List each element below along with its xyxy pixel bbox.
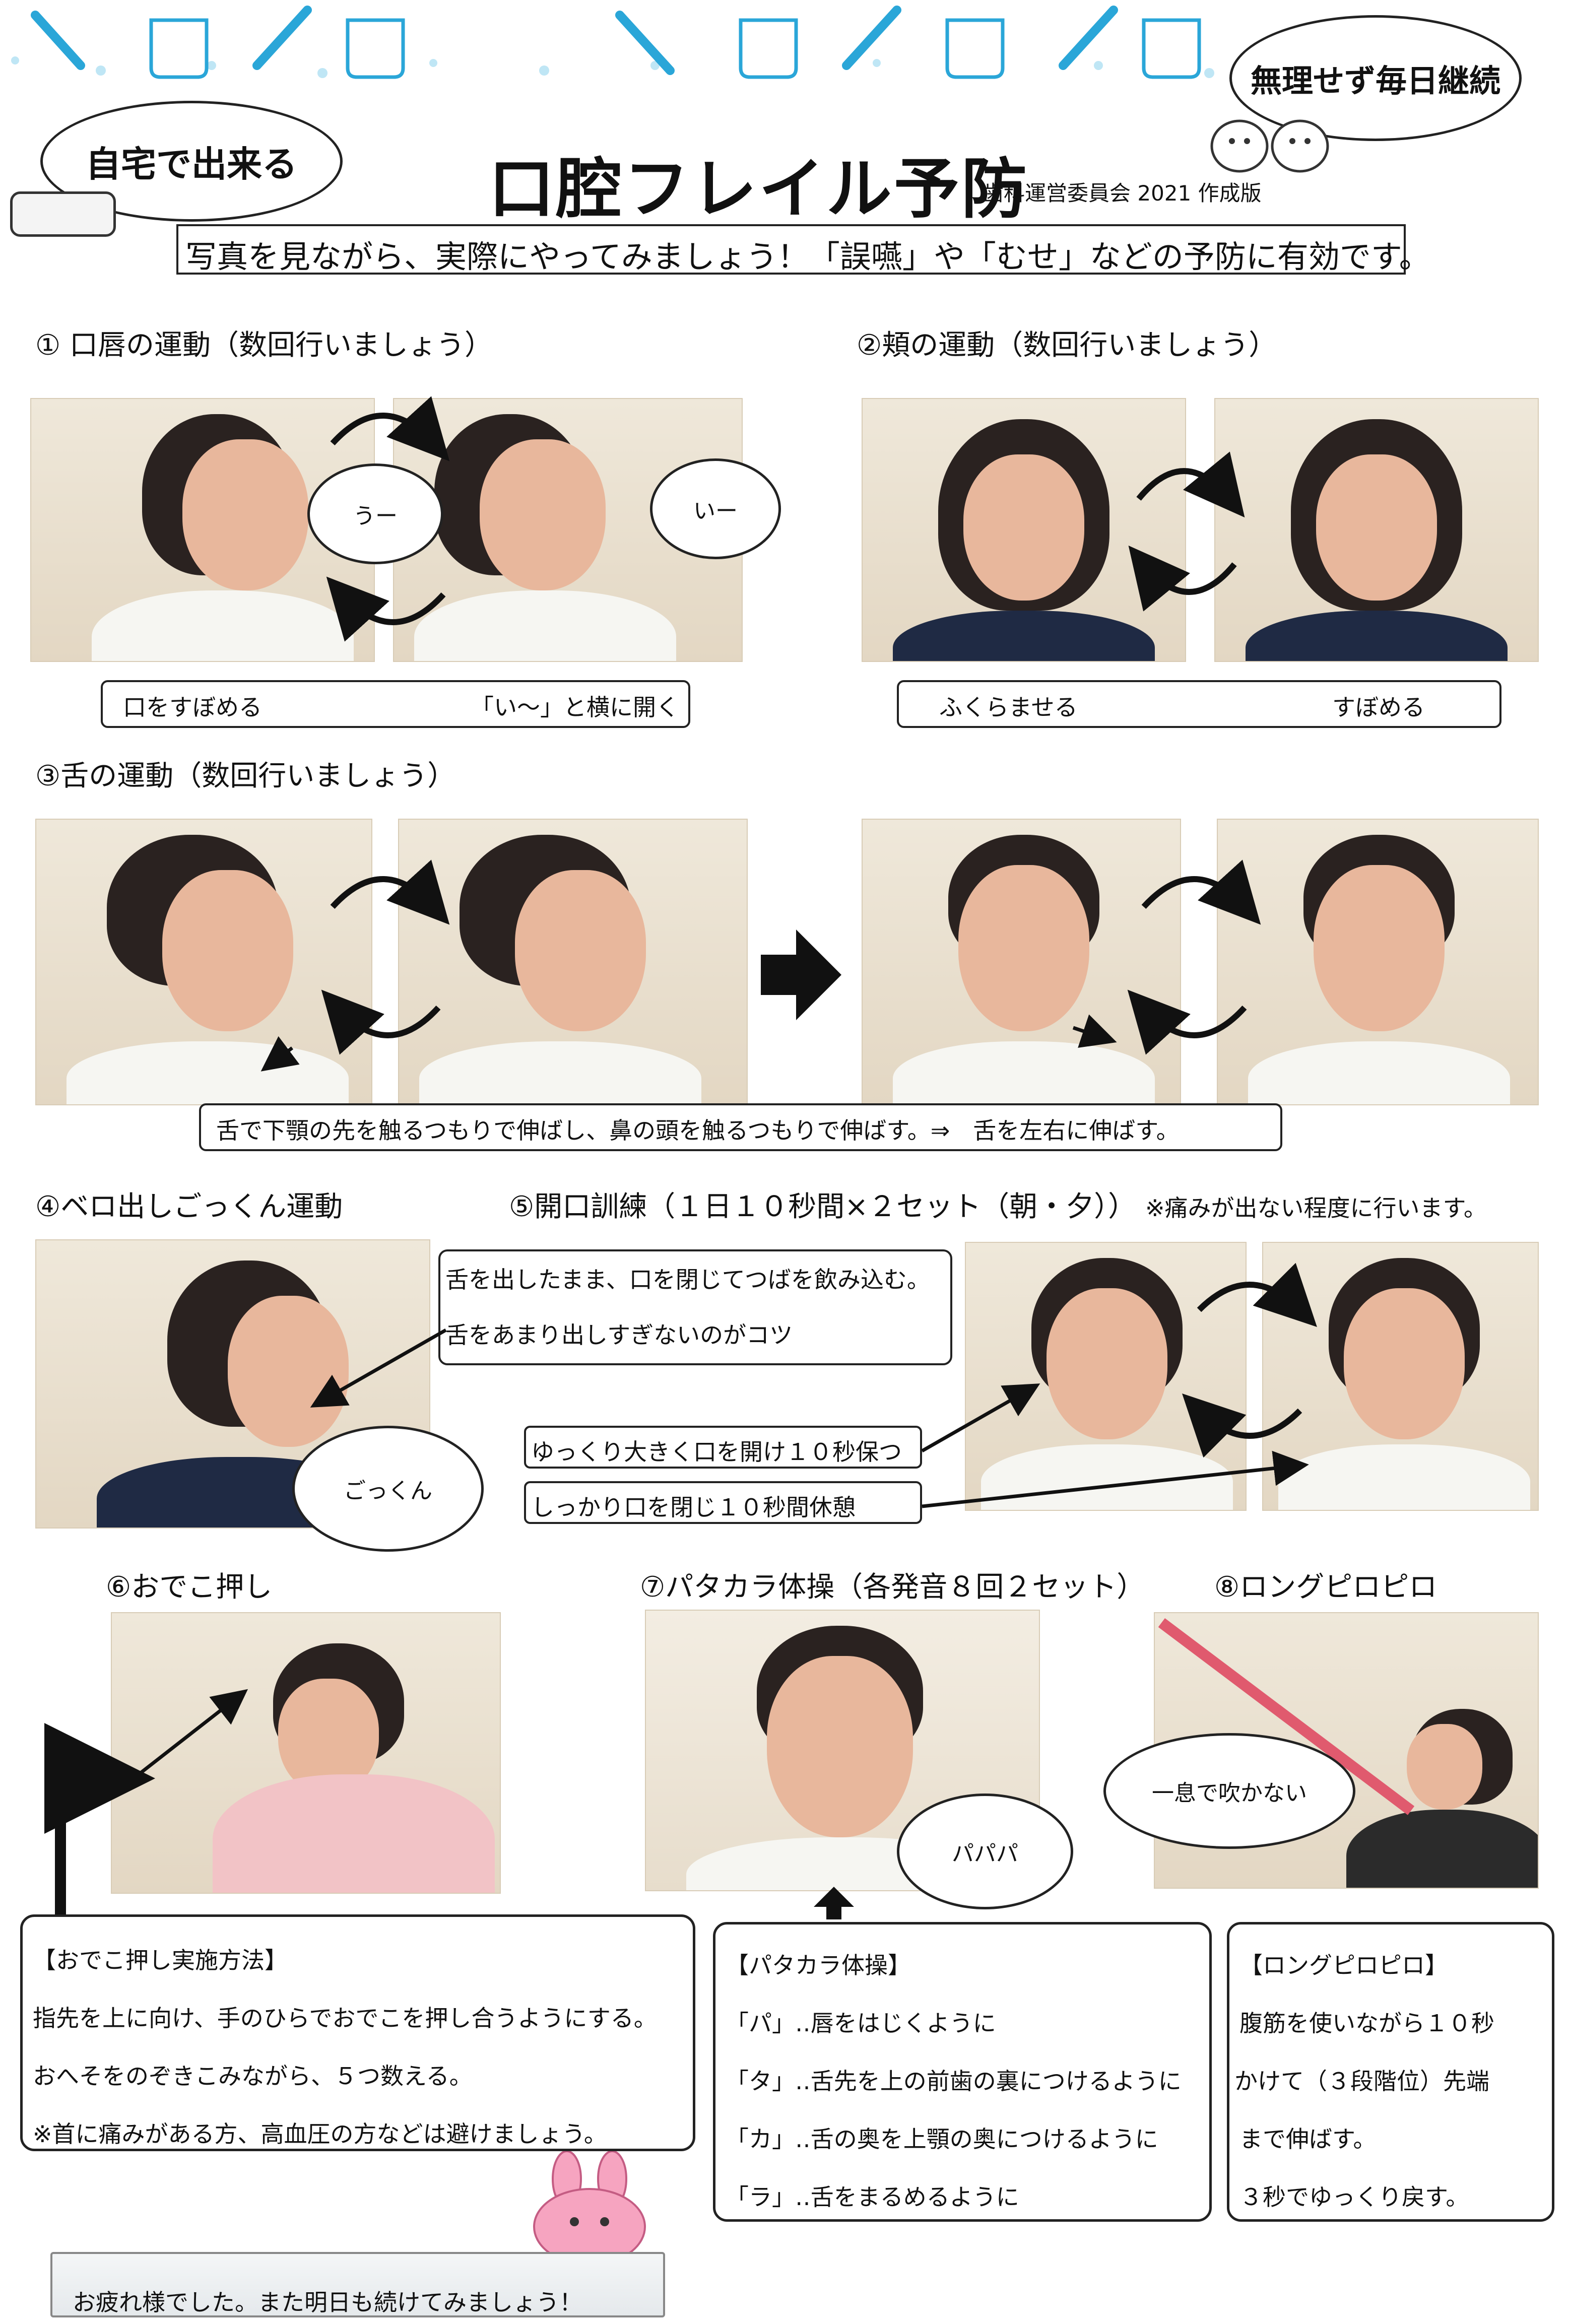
footer-message-text: お疲れ様でした。また明日も続けてみましょう！ (73, 2289, 582, 2316)
section5-step1-box: ゆっくり大きく口を開け１０秒保つ (524, 1426, 922, 1469)
section8-line4: ３秒でゆっくり戻す。 (1239, 2183, 1469, 2211)
swallow-photo (35, 1239, 430, 1529)
left-cloud-text: 自宅で出来る (86, 143, 297, 185)
section2-caption-left: ふくらませる (939, 694, 1078, 721)
swallow-bubble: ごっくん (292, 1426, 484, 1552)
pointer-arrow-icon (921, 1383, 1040, 1453)
section6-method-line3: ※首に痛みがある方、高血圧の方などは避けましょう。 (33, 2120, 607, 2148)
lips-bubble-u: うー (307, 463, 443, 564)
cycle-arrow-icon (326, 576, 446, 642)
lips-bubble-i-text: いー (693, 498, 738, 524)
section6-heading: ⑥おでこ押し (106, 1571, 273, 1604)
section8-line2: かけて（３段階位）先端 (1234, 2068, 1489, 2095)
section3-heading: ③舌の運動（数回行いましょう） (35, 760, 456, 792)
section7-line-pa: 「パ」‥唇をはじくように (726, 2010, 996, 2037)
section2-caption-right: すぼめる (1332, 694, 1425, 721)
cycle-arrow-icon (1197, 1263, 1317, 1327)
section8-line1: 腹筋を使いながら１０秒 (1239, 2010, 1494, 2037)
pointer-arrow-icon (260, 1036, 300, 1072)
section6-method-title: 【おでこ押し実施方法】 (33, 1947, 288, 1974)
cycle-arrow-icon (1136, 451, 1245, 518)
blowout-bubble: 一息で吹かない (1103, 1733, 1355, 1849)
subtitle-text: 写真を見ながら、実際にやってみましょう！「誤嚥」や「むせ」などの予防に有効です。 (185, 238, 1430, 275)
mouthpiece-icon (10, 191, 116, 237)
page-title: 口腔フレイル予防 (489, 151, 1029, 227)
section8-line3: まで伸ばす。 (1239, 2126, 1377, 2153)
section5-heading-main: ⑤開口訓練（１日１０秒間×２セット（朝・夕）） (509, 1190, 1137, 1223)
section2-heading: ②頬の運動（数回行いましょう） (857, 329, 1277, 362)
rabbit-mascot-icon (533, 2151, 646, 2266)
pointer-arrow-icon (922, 1450, 1309, 1508)
section4-note-box: 舌を出したまま、口を閉じてつばを飲み込む。 舌をあまり出しすぎないのがコツ (438, 1249, 952, 1365)
right-cloud-text: 無理せず毎日継続 (1250, 62, 1500, 99)
section7-line-ta: 「タ」‥舌先を上の前歯の裏につけるように (726, 2068, 1182, 2095)
pointer-arrow-icon (310, 1328, 447, 1408)
pointer-arrow-icon (132, 1689, 248, 1780)
footer-message-box: お疲れ様でした。また明日も続けてみましょう！ (50, 2252, 665, 2317)
section6-method-box: 【おでこ押し実施方法】 指先を上に向け、手のひらでおでこを押し合うようにする。 … (20, 1914, 695, 2151)
tongue-photo-3 (862, 819, 1181, 1105)
section5-step2-text: しっかり口を閉じ１０秒間休憩 (531, 1494, 856, 1521)
section7-line-ra: 「ラ」‥舌をまるめるように (726, 2183, 1019, 2211)
top-banner (0, 0, 1239, 86)
swallow-bubble-text: ごっくん (344, 1478, 432, 1504)
toothbrush-cup-banner-icon (11, 6, 1214, 79)
section5-heading-note: ※痛みが出ない程度に行います。 (1145, 1194, 1487, 1222)
section7-line-ka: 「カ」‥舌の奥を上顎の奥につけるように (726, 2126, 1158, 2153)
tongue-photo-4 (1217, 819, 1539, 1105)
section1-caption: 口をすぼめる 「い～」と横に開く (101, 680, 690, 728)
section3-caption-text: 舌で下顎の先を触るつもりで伸ばし、鼻の頭を触るつもりで伸ばす。⇒ 舌を左右に伸ば… (216, 1117, 1180, 1144)
section3-caption: 舌で下顎の先を触るつもりで伸ばし、鼻の頭を触るつもりで伸ばす。⇒ 舌を左右に伸ば… (199, 1103, 1282, 1151)
right-cloud: 無理せず毎日継続 (1229, 15, 1522, 141)
section6-method-line2: おへそをのぞきこみながら、５つ数える。 (33, 2063, 473, 2090)
section1-heading: ① 口唇の運動（数回行いましょう） (35, 329, 493, 362)
section5-step2-box: しっかり口を閉じ１０秒間休憩 (524, 1481, 922, 1524)
section5-step1-text: ゆっくり大きく口を開け１０秒保つ (531, 1438, 902, 1466)
section1-caption-left: 口をすぼめる (123, 694, 262, 721)
patakara-bubble-text: パパパ (952, 1841, 1018, 1867)
lips-bubble-i: いー (650, 458, 781, 559)
cycle-arrow-icon (330, 859, 450, 925)
cycle-arrow-icon (330, 396, 450, 461)
chick-mascot-icon (1210, 119, 1329, 173)
up-arrow-icon (814, 1887, 854, 1919)
credit-line: 歯科運営委員会 2021 作成版 (983, 181, 1262, 206)
elbow-arrow-icon (44, 1723, 155, 1914)
section8-box-title: 【ロングピロピロ】 (1239, 1952, 1448, 1979)
section4-note-line2: 舌をあまり出しすぎないのがコツ (445, 1321, 793, 1349)
cycle-arrow-icon (1127, 989, 1247, 1055)
pointer-arrow-icon (1072, 1014, 1117, 1048)
forehead-photo (111, 1612, 501, 1894)
cycle-arrow-icon (321, 989, 441, 1055)
cycle-arrow-icon (1141, 859, 1261, 925)
section7-box-title: 【パタカラ体操】 (726, 1952, 911, 1979)
section5-heading: ⑤開口訓練（１日１０秒間×２セット（朝・夕）） ※痛みが出ない程度に行います。 (509, 1184, 1487, 1225)
open-mouth-photo-left (965, 1242, 1247, 1511)
next-step-arrow-icon (761, 929, 841, 1020)
section7-box: 【パタカラ体操】 「パ」‥唇をはじくように 「タ」‥舌先を上の前歯の裏につけるよ… (713, 1922, 1212, 2222)
section8-box: 【ロングピロピロ】 腹筋を使いながら１０秒 かけて（３段階位）先端 まで伸ばす。… (1227, 1922, 1554, 2222)
section4-note-line1: 舌を出したまま、口を閉じてつばを飲み込む。 (445, 1266, 930, 1293)
patakara-bubble: パパパ (897, 1794, 1073, 1909)
section4-heading: ④ベロ出しごっくん運動 (35, 1190, 343, 1223)
cycle-arrow-icon (1128, 545, 1237, 612)
section1-caption-right: 「い～」と横に開く (471, 694, 679, 721)
section7-heading: ⑦パタカラ体操（各発音８回２セット） (640, 1571, 1145, 1604)
section2-caption: ふくらませる すぼめる (897, 680, 1501, 728)
cycle-arrow-icon (1182, 1393, 1302, 1458)
subtitle-box: 写真を見ながら、実際にやってみましょう！「誤嚥」や「むせ」などの予防に有効です。 (176, 224, 1430, 275)
blowout-bubble-text: 一息で吹かない (1152, 1780, 1307, 1806)
cheek-photo-left (862, 398, 1186, 662)
cheek-photo-right (1214, 398, 1539, 662)
tongue-photo-1 (35, 819, 372, 1105)
lips-bubble-u-text: うー (353, 503, 398, 529)
section6-method-line1: 指先を上に向け、手のひらでおでこを押し合うようにする。 (33, 2005, 657, 2032)
tongue-photo-2 (398, 819, 748, 1105)
patakara-photo (645, 1610, 1040, 1891)
section8-heading: ⑧ロングピロピロ (1214, 1571, 1437, 1604)
